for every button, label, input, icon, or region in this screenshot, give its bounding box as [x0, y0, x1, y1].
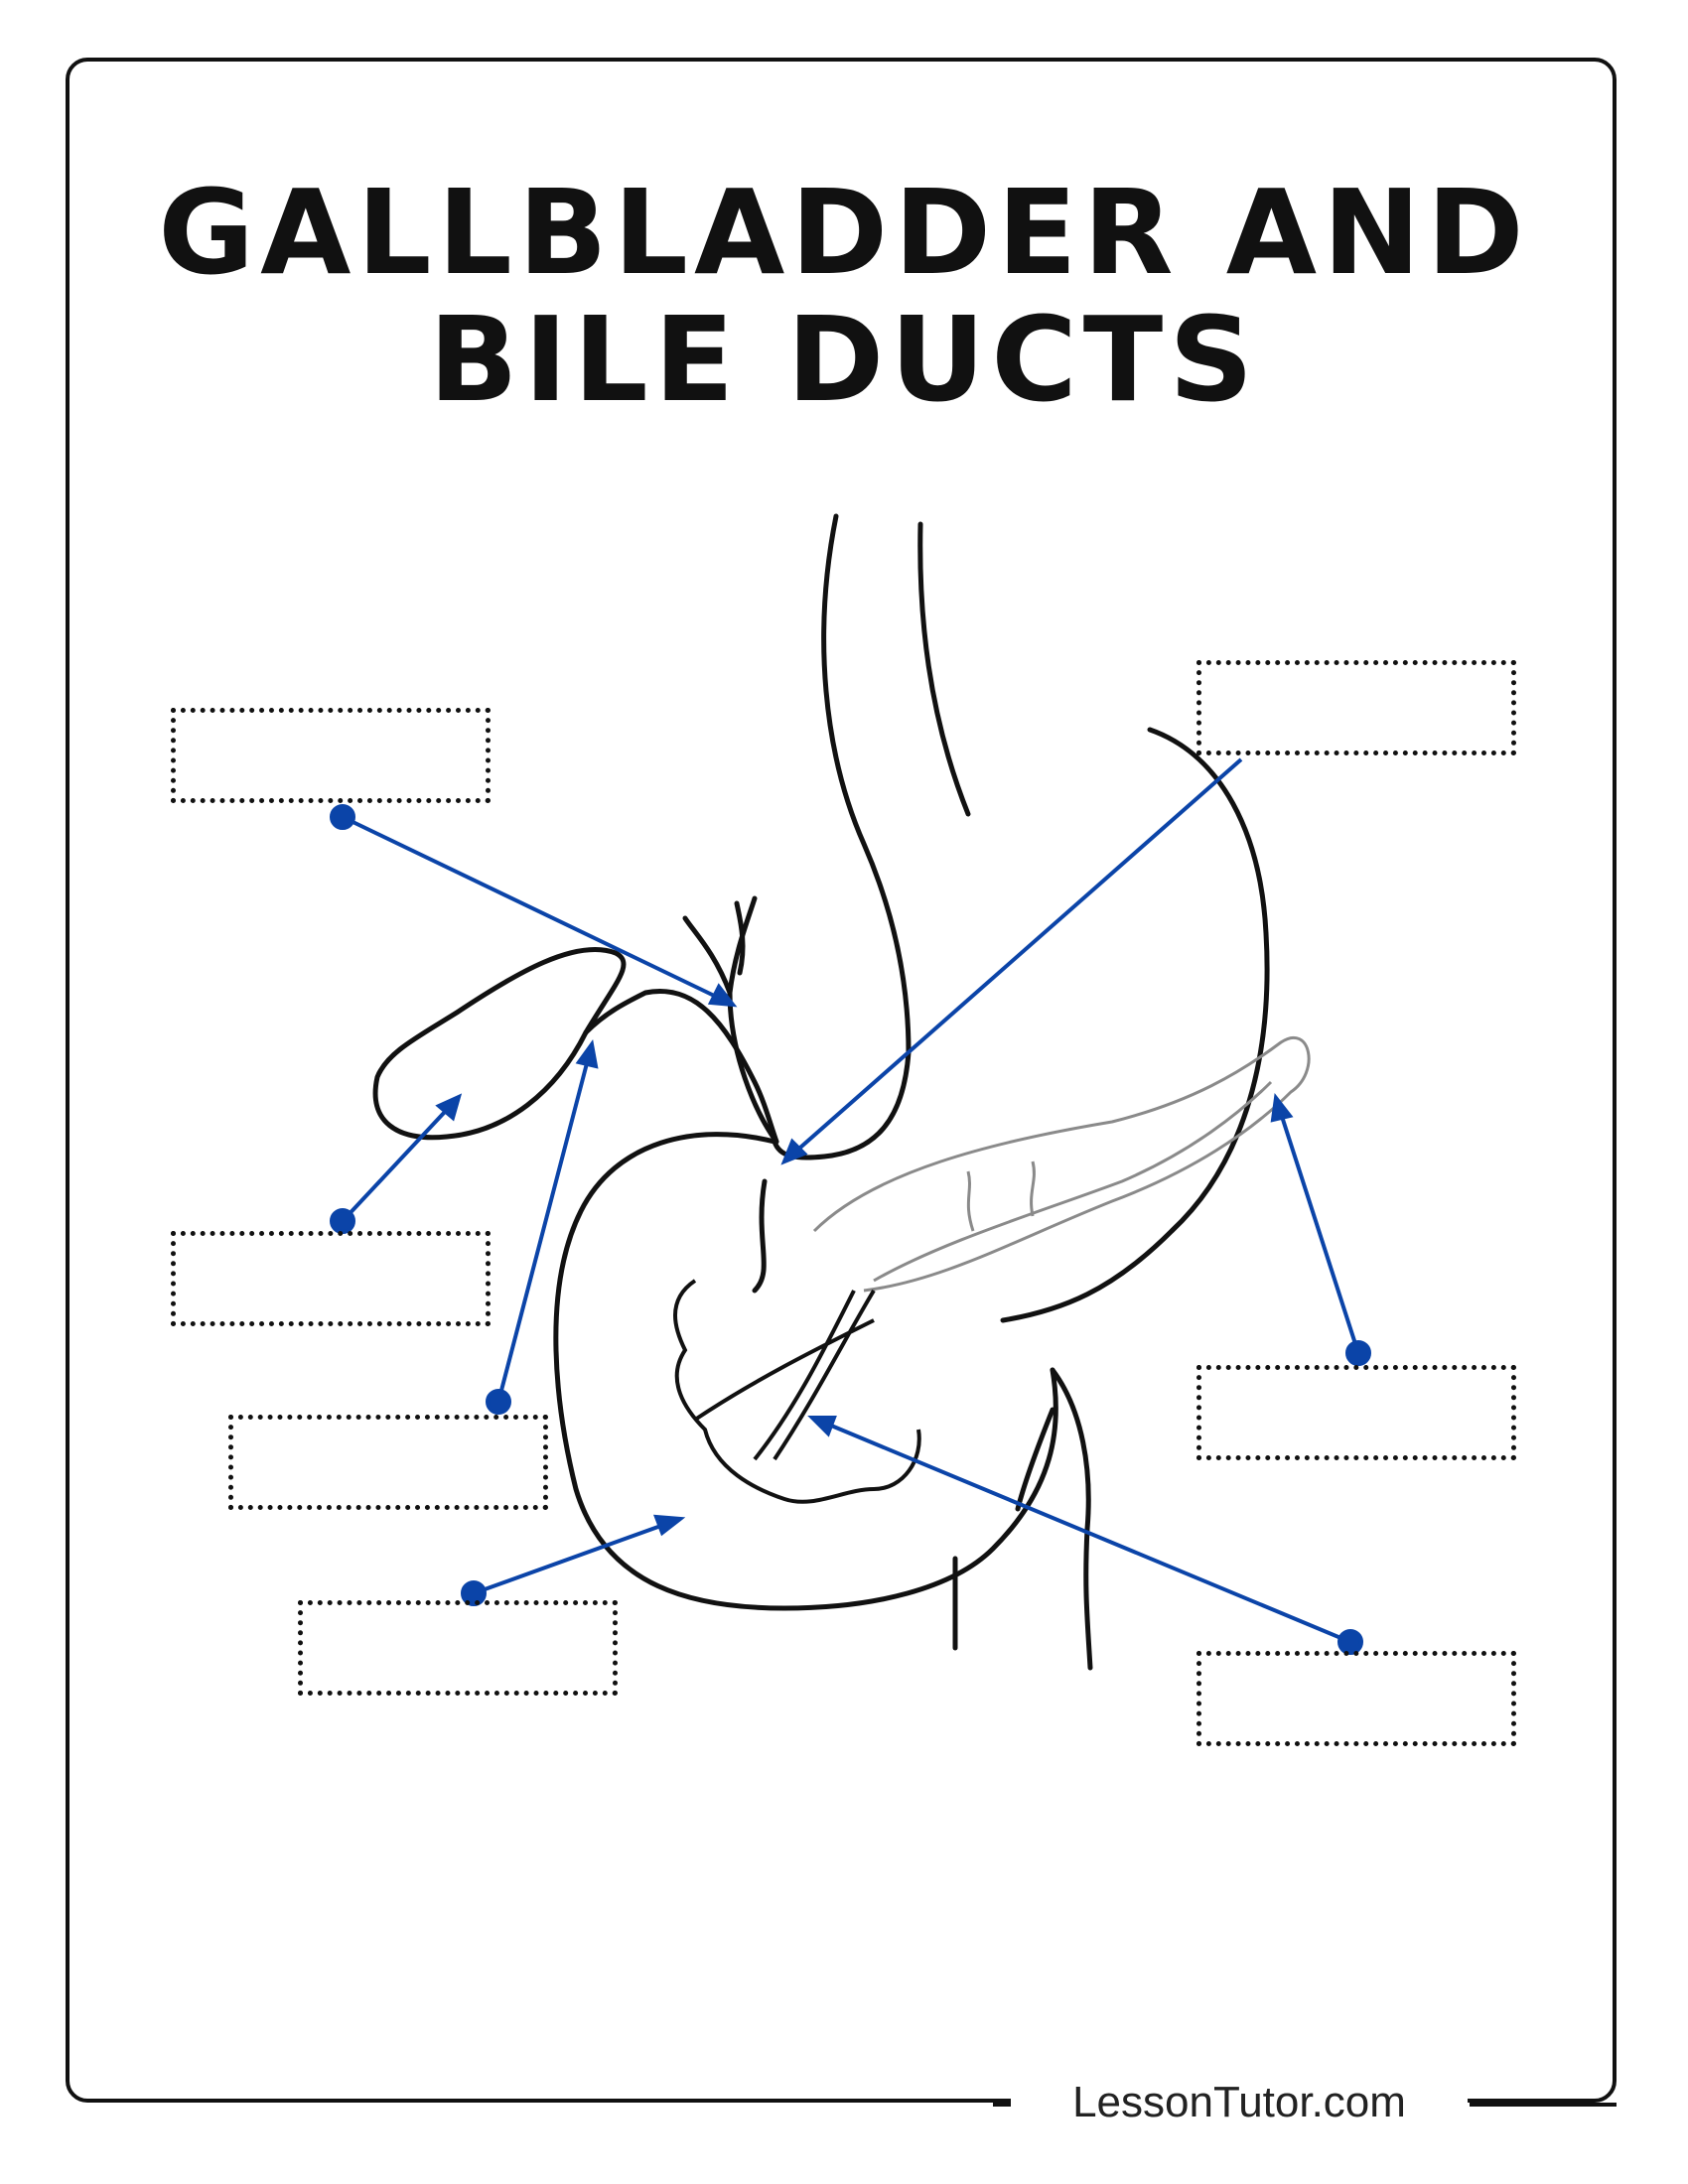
- cystic-duct: [583, 989, 779, 1145]
- label-box-bottom-right[interactable]: [1196, 1651, 1516, 1746]
- pointer-line-mid-right: [1274, 1097, 1360, 1354]
- pointer-line-mid-left-upper: [341, 1095, 461, 1223]
- pointer-arrow-mid-left-lower: [575, 1039, 599, 1069]
- title-line-2: BILE DUCTS: [428, 291, 1260, 428]
- pointer-arrow-mid-right: [1270, 1093, 1294, 1123]
- pointer-arrow-mid-left-upper: [435, 1093, 463, 1122]
- pointer-arrow-top-right: [780, 1138, 808, 1165]
- label-box-top-left[interactable]: [171, 708, 491, 803]
- hepatic-duct-branch-a: [682, 915, 733, 996]
- pointer-dot-mid-left-lower: [486, 1389, 511, 1415]
- label-box-top-right[interactable]: [1196, 660, 1516, 755]
- footer-site-name: LessonTutor.com: [1011, 2075, 1468, 2130]
- pointer-dot-bottom-right: [1337, 1629, 1363, 1655]
- duodenum-outline: [553, 1132, 1058, 1611]
- common-bile-duct: [727, 990, 779, 1145]
- page-title: GALLBLADDER AND BILE DUCTS: [0, 169, 1688, 423]
- esophagus-outline-left: [821, 513, 912, 1055]
- esophagus-outline-right: [917, 521, 971, 817]
- pointer-arrow-bottom-left: [653, 1514, 686, 1537]
- duodenum-inner: [752, 1178, 768, 1294]
- footer-rule-right: [1470, 2103, 1617, 2107]
- label-box-mid-left-upper[interactable]: [171, 1231, 491, 1326]
- worksheet-frame: [66, 58, 1617, 2103]
- pointer-dot-top-left: [330, 804, 355, 830]
- label-box-bottom-left[interactable]: [298, 1600, 618, 1696]
- pointer-dot-mid-left-upper: [330, 1208, 355, 1234]
- jejunum-right-line: [1050, 1367, 1093, 1671]
- gallbladder-outline: [372, 947, 627, 1141]
- pointer-line-mid-left-lower: [496, 1043, 594, 1403]
- mesentery-lines: [693, 1289, 876, 1461]
- pointer-line-bottom-left: [473, 1517, 681, 1595]
- pointer-dot-mid-right: [1345, 1340, 1371, 1366]
- pointer-line-top-left: [342, 815, 734, 1007]
- hepatic-duct-branch-b: [734, 900, 746, 976]
- pancreatic-duct: [873, 1080, 1273, 1283]
- pointer-line-bottom-right: [811, 1416, 1351, 1644]
- label-box-mid-left-lower[interactable]: [228, 1415, 548, 1510]
- pancreas-vein-a: [966, 1170, 975, 1232]
- stomach-outline: [1000, 727, 1270, 1323]
- label-box-mid-right[interactable]: [1196, 1365, 1516, 1460]
- pancreas-outline: [812, 1035, 1311, 1293]
- pancreas-head-outline: [673, 1279, 921, 1504]
- pointer-arrow-bottom-right: [807, 1416, 837, 1437]
- pointer-line-top-right: [782, 757, 1243, 1163]
- title-line-1: GALLBLADDER AND: [158, 164, 1530, 301]
- pointer-arrow-top-left: [707, 983, 738, 1008]
- pancreas-vein-b: [1030, 1160, 1036, 1217]
- footer-rule-left: [993, 2103, 1013, 2107]
